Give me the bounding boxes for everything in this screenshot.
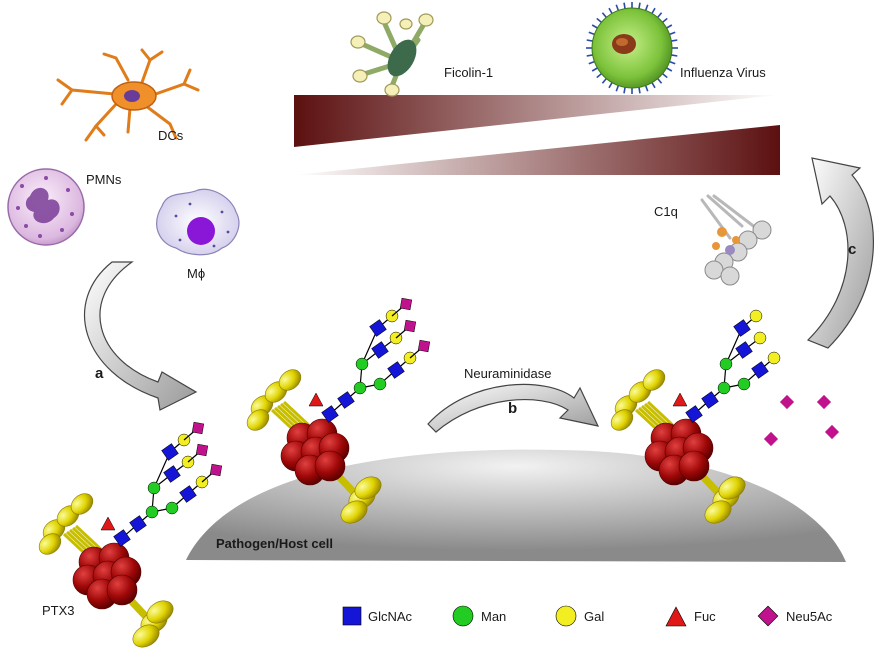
label-macrophage: Mϕ [187, 266, 205, 281]
label-influenza-virus: Influenza Virus [680, 65, 766, 80]
glcnac-residue [337, 391, 355, 409]
glcnac-residue [701, 391, 719, 409]
legend-swatch-glcnac [342, 606, 362, 626]
label-dcs: DCs [158, 128, 184, 143]
glcnac-residue [735, 341, 753, 359]
mannose-residue [373, 377, 387, 391]
legend-item-neu5ac: Neu5Ac [757, 605, 833, 627]
fucose-residue [308, 392, 324, 407]
label-ficolin-1: Ficolin-1 [444, 65, 493, 80]
released-neu5ac [763, 431, 779, 447]
arrow-c [806, 157, 874, 349]
label-step-c: c [848, 241, 856, 258]
legend-item-man: Man [452, 605, 506, 627]
neu5ac-residue [191, 421, 205, 435]
label-pathogen-host-cell: Pathogen/Host cell [216, 536, 333, 551]
svg-text:Neu5Ac: Neu5Ac [786, 609, 833, 624]
released-neu5ac-group [763, 394, 840, 447]
galactose-residue [749, 309, 763, 323]
ficolin-1-illustration [350, 11, 434, 97]
label-step-a: a [95, 365, 104, 382]
mannose-residue [737, 377, 751, 391]
released-neu5ac [816, 394, 832, 410]
n-glycan [100, 421, 223, 547]
label-c1q: C1q [654, 204, 678, 219]
mannose-residue [717, 381, 731, 395]
ptx3-complex-desialylated [610, 309, 781, 524]
glcnac-residue [163, 465, 181, 483]
legend-item-glcnac: GlcNAc [342, 606, 413, 626]
glcnac-residue [685, 405, 703, 423]
dendritic-cell-illustration [56, 48, 200, 142]
mannose-residue [147, 481, 161, 495]
glcnac-residue [371, 341, 389, 359]
label-pmns: PMNs [86, 172, 122, 187]
neu5ac-residue [209, 463, 223, 477]
galactose-residue [753, 331, 767, 345]
legend-swatch-neu5ac [757, 605, 779, 627]
c1q-gradient-wedge [294, 125, 780, 175]
ptx3-pentraxin-domain [72, 542, 142, 610]
n-glycan [672, 309, 781, 423]
ptx3-complex-free [38, 421, 223, 648]
glcnac-residue [369, 319, 387, 337]
mannose-residue [145, 505, 159, 519]
ptx3-pentraxin-domain [280, 418, 350, 486]
legend: GlcNAc Man Gal Fuc Neu5Ac [342, 605, 833, 627]
svg-text:Gal: Gal [584, 609, 604, 624]
svg-text:GlcNAc: GlcNAc [368, 609, 413, 624]
glcnac-residue [179, 485, 197, 503]
label-ptx3: PTX3 [42, 603, 75, 618]
legend-item-gal: Gal [555, 605, 604, 627]
mannose-residue [719, 357, 733, 371]
influenza-virus-illustration [586, 2, 678, 94]
glcnac-residue [161, 443, 179, 461]
ptx3-complex-sialylated [246, 297, 431, 524]
neu5ac-residue [417, 339, 431, 353]
glcnac-residue [113, 529, 131, 547]
neu5ac-residue [403, 319, 417, 333]
legend-swatch-fuc [665, 606, 687, 627]
svg-text:Fuc: Fuc [694, 609, 716, 624]
legend-swatch-man [452, 605, 474, 627]
mannose-residue [355, 357, 369, 371]
released-neu5ac [779, 394, 795, 410]
c1q-illustration [700, 194, 772, 286]
glcnac-residue [129, 515, 147, 533]
glcnac-residue [387, 361, 405, 379]
glcnac-residue [751, 361, 769, 379]
macrophage-illustration [156, 188, 240, 256]
galactose-residue [767, 351, 781, 365]
arrow-b [427, 383, 600, 433]
legend-swatch-gal [555, 605, 577, 627]
n-glycan [308, 297, 431, 423]
fucose-residue [672, 392, 688, 407]
neu5ac-residue [195, 443, 209, 457]
mannose-residue [165, 501, 179, 515]
svg-text:Man: Man [481, 609, 506, 624]
ptx3-pentraxin-domain [644, 418, 714, 486]
arrow-a [84, 261, 198, 411]
label-step-b: b [508, 400, 517, 417]
released-neu5ac [824, 424, 840, 440]
ptx3-n-terminal-domain [38, 493, 108, 564]
ficolin-gradient-wedge [294, 95, 778, 147]
glcnac-residue [733, 319, 751, 337]
fucose-residue [100, 516, 116, 531]
legend-item-fuc: Fuc [665, 606, 716, 627]
pmn-cell-illustration [7, 168, 85, 246]
glcnac-residue [321, 405, 339, 423]
label-neuraminidase: Neuraminidase [464, 366, 551, 381]
mannose-residue [353, 381, 367, 395]
neu5ac-residue [399, 297, 413, 311]
